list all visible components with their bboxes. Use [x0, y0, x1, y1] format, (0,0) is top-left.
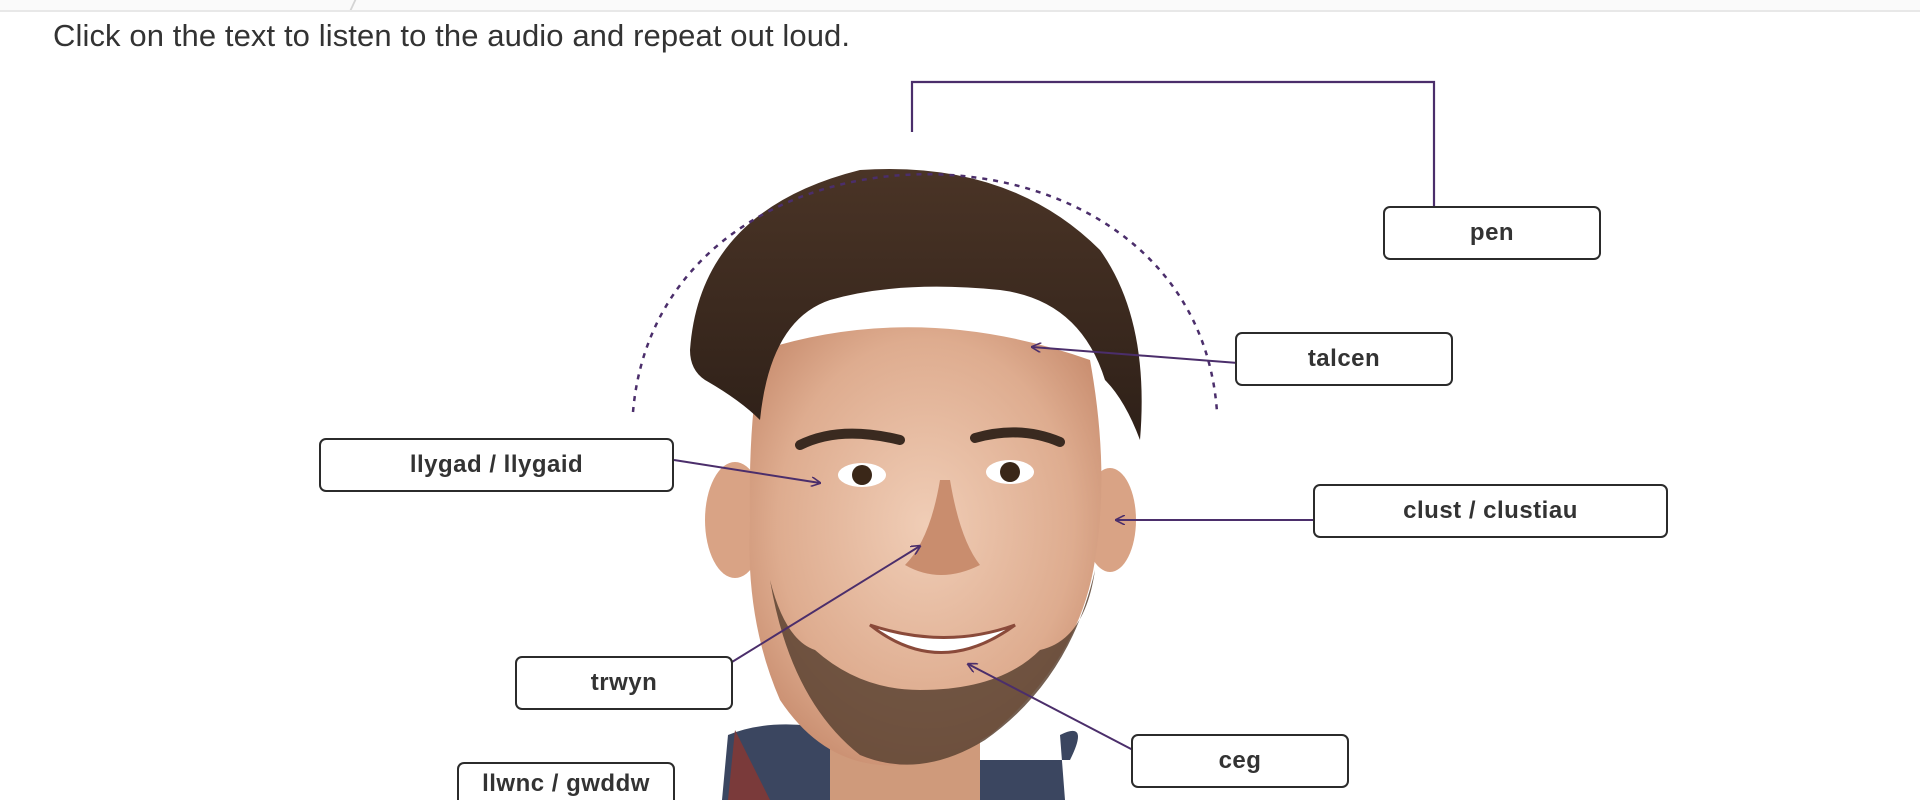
label-llwnc-text: llwnc / gwddw [482, 770, 650, 797]
top-toolbar-strip [0, 0, 1920, 12]
pen-bracket-line [910, 80, 1436, 206]
label-talcen[interactable]: talcen [1235, 332, 1453, 386]
hair [690, 169, 1142, 440]
label-llwnc[interactable]: llwnc / gwddw [457, 762, 675, 800]
nose [905, 480, 980, 575]
right-eyebrow [970, 427, 1065, 447]
talcen-pointer [1032, 347, 1239, 364]
label-clust-text: clust / clustiau [1403, 497, 1578, 524]
label-pen-text: pen [1469, 219, 1515, 246]
label-talcen-text: talcen [1307, 345, 1381, 372]
left-eyebrow [795, 428, 905, 450]
beard [770, 570, 1095, 765]
instruction-text: Click on the text to listen to the audio… [53, 18, 851, 53]
mouth [869, 623, 1016, 654]
head-outline-arc [631, 173, 1219, 413]
label-llygad-text: llygad / llygaid [409, 451, 584, 478]
label-ceg-text: ceg [1218, 747, 1262, 774]
ceg-pointer [968, 664, 1134, 751]
face-illustration [690, 169, 1142, 800]
label-trwyn-text: trwyn [590, 669, 658, 696]
trwyn-pointer [731, 546, 920, 663]
label-clust[interactable]: clust / clustiau [1313, 484, 1668, 538]
label-ceg[interactable]: ceg [1131, 734, 1349, 788]
label-pen[interactable]: pen [1383, 206, 1601, 260]
shirt-collar [728, 730, 770, 800]
label-trwyn[interactable]: trwyn [515, 656, 733, 710]
label-llygad[interactable]: llygad / llygaid [319, 438, 674, 492]
llygad-pointer [673, 459, 820, 483]
